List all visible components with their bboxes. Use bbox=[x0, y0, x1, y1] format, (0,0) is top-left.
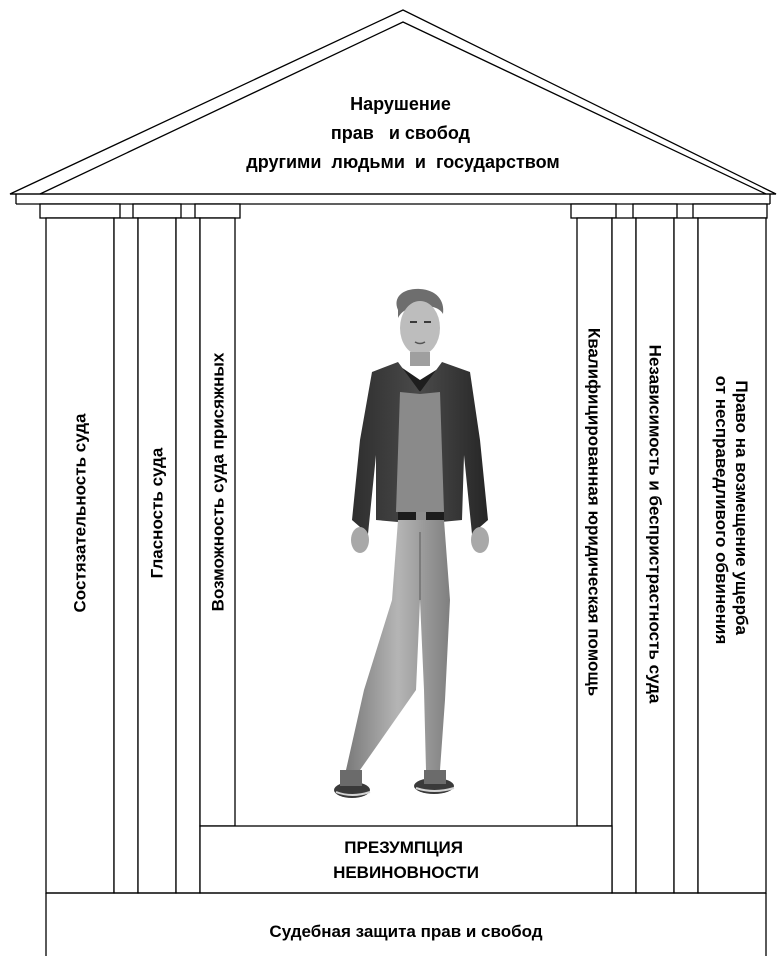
standing-man-photo-icon bbox=[334, 288, 489, 798]
column-6-label-line-2: от несправедливого обвинения bbox=[713, 376, 732, 645]
entablature bbox=[15, 194, 771, 205]
column-gap-3 bbox=[611, 217, 637, 894]
roof bbox=[9, 9, 777, 195]
foundation bbox=[45, 892, 767, 956]
column-5-label: Независимость и беспристрастность суда bbox=[646, 345, 665, 704]
roof-line-3: другими людьми и государством bbox=[246, 152, 559, 172]
column-1-label: Состязательность суда bbox=[71, 413, 90, 613]
presumption-line-1: ПРЕЗУМПЦИЯ bbox=[344, 838, 463, 857]
column-5 bbox=[635, 217, 675, 894]
presumption-label: ПРЕЗУМПЦИЯ НЕВИНОВНОСТИ bbox=[333, 838, 479, 882]
column-gap-1 bbox=[113, 217, 139, 894]
column-6-label-line-1: Право на возмещение ущерба bbox=[733, 380, 752, 635]
column-3-label: Возможность суда присяжных bbox=[209, 352, 228, 611]
roof-line-1: Нарушение bbox=[350, 94, 451, 114]
presumption-line-2: НЕВИНОВНОСТИ bbox=[333, 863, 479, 882]
foundation-label: Судебная защита прав и свобод bbox=[269, 922, 542, 941]
column-gap-2 bbox=[175, 217, 201, 894]
column-capitals bbox=[39, 203, 768, 219]
column-6-label: Право на возмещение ущерба от несправедл… bbox=[713, 376, 752, 645]
column-4 bbox=[576, 217, 613, 827]
column-3 bbox=[199, 217, 236, 827]
column-6 bbox=[697, 217, 767, 894]
roof-line-2: прав и свобод bbox=[331, 123, 471, 143]
column-gap-4 bbox=[673, 217, 699, 894]
roof-title: Нарушение прав и свобод другими людьми и… bbox=[246, 94, 559, 172]
presumption-box bbox=[199, 825, 613, 894]
column-2-label: Гласность суда bbox=[148, 447, 167, 578]
column-4-label: Квалифицированная юридическая помощь bbox=[585, 328, 604, 696]
